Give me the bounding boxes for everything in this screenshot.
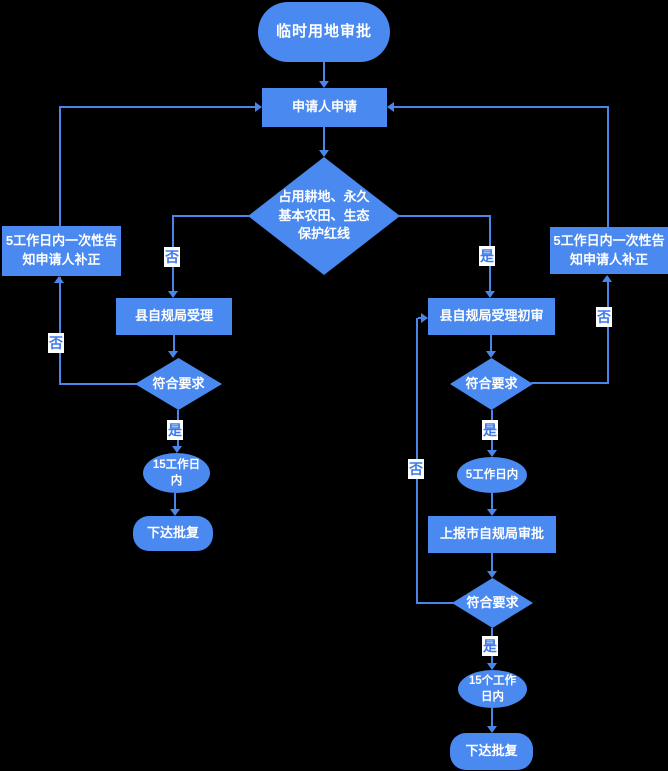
node-county-bureau-initial-review-label: 县自规局受理初审 xyxy=(439,308,544,324)
node-report-city-bureau[interactable]: 上报市自规局审批 xyxy=(428,516,556,553)
arrowhead-into-review-left xyxy=(421,313,428,323)
connector-review-to-check xyxy=(490,335,492,353)
arrowhead-into-apply-right xyxy=(387,102,394,112)
node-applicant-apply[interactable]: 申请人申请 xyxy=(262,88,387,127)
decision-meets-requirements-right-label: 符合要求 xyxy=(465,375,518,391)
connector-left-feedback-v xyxy=(59,277,61,385)
node-issue-approval-right-label: 下达批复 xyxy=(465,743,518,759)
arrowhead-into-check-right-top xyxy=(486,351,496,358)
connector-notify-right-up xyxy=(607,106,609,228)
node-notify-correction-right[interactable]: 5工作日内一次性告知申请人补正 xyxy=(550,227,668,274)
arrowhead-into-notify-left-bottom xyxy=(54,276,64,283)
arrowhead-into-days15-left-top xyxy=(172,446,182,453)
edge-label-final-pass-yes: 是 xyxy=(482,636,498,657)
connector-apply-to-decision xyxy=(323,127,325,152)
node-issue-approval-left[interactable]: 下达批复 xyxy=(133,516,213,551)
connector-days15-to-issue-left xyxy=(174,493,176,511)
arrowhead-into-apply-top xyxy=(319,81,329,88)
decision-occupy-farmland-label: 占用耕地、永久基本农田、生态保护红线 xyxy=(278,188,370,242)
node-notify-correction-left-label: 5工作日内一次性告知申请人补正 xyxy=(5,233,118,267)
node-5-working-days[interactable]: 5工作日内 xyxy=(457,457,527,493)
node-applicant-apply-label: 申请人申请 xyxy=(291,99,357,115)
edge-label-left-back-no: 否 xyxy=(48,333,64,354)
edge-label-right-pass-yes: 是 xyxy=(482,420,498,441)
arrowhead-into-days5-top xyxy=(487,450,497,457)
edge-label-final-back-no: 否 xyxy=(408,459,424,480)
connector-start-to-apply xyxy=(323,62,325,82)
node-issue-approval-right[interactable]: 下达批复 xyxy=(450,733,533,770)
connector-right-feedback-v xyxy=(607,277,609,384)
connector-days5-to-report xyxy=(491,493,493,511)
node-notify-correction-left[interactable]: 5工作日内一次性告知申请人补正 xyxy=(2,226,121,276)
node-15-working-days-right-label: 15个工作日内 xyxy=(468,674,517,703)
decision-meets-requirements-final[interactable]: 符合要求 xyxy=(452,578,533,628)
edge-label-right-back-no: 否 xyxy=(596,307,612,328)
edge-label-land-yes: 是 xyxy=(479,246,495,267)
connector-notify-left-up xyxy=(59,106,61,227)
connector-decision-left-h xyxy=(172,215,250,217)
node-5-working-days-label: 5工作日内 xyxy=(465,468,519,481)
connector-report-to-final-check xyxy=(491,553,493,573)
node-15-working-days-left[interactable]: 15工作日内 xyxy=(143,453,210,493)
connector-decision-right-h xyxy=(398,215,491,217)
arrowhead-into-issue-left-top xyxy=(170,509,180,516)
decision-meets-requirements-final-label: 符合要求 xyxy=(466,594,519,610)
connector-final-feedback-into-review xyxy=(418,317,422,319)
arrowhead-into-report-top xyxy=(487,509,497,516)
node-15-working-days-left-label: 15工作日内 xyxy=(152,458,201,487)
decision-occupy-farmland[interactable]: 占用耕地、永久基本农田、生态保护红线 xyxy=(248,157,400,275)
connector-accept-to-check xyxy=(173,335,175,353)
node-report-city-bureau-label: 上报市自规局审批 xyxy=(439,526,544,542)
decision-meets-requirements-left[interactable]: 符合要求 xyxy=(135,358,222,410)
connector-left-feedback-h xyxy=(59,383,137,385)
node-15-working-days-right[interactable]: 15个工作日内 xyxy=(458,670,527,708)
edge-label-land-no: 否 xyxy=(164,247,180,268)
node-issue-approval-left-label: 下达批复 xyxy=(146,525,199,541)
node-county-bureau-accept[interactable]: 县自规局受理 xyxy=(116,298,232,335)
node-county-bureau-accept-label: 县自规局受理 xyxy=(134,308,213,324)
arrowhead-into-check-left-top xyxy=(168,351,178,358)
node-notify-correction-right-label: 5工作日内一次性告知申请人补正 xyxy=(553,232,665,267)
connector-notify-right-to-apply xyxy=(394,106,609,108)
arrowhead-into-decision-top xyxy=(319,150,329,157)
decision-meets-requirements-left-label: 符合要求 xyxy=(152,375,205,391)
edge-label-left-pass-yes: 是 xyxy=(167,420,183,441)
node-start-terminator[interactable]: 临时用地审批 xyxy=(258,2,390,62)
arrowhead-into-apply-left xyxy=(255,102,262,112)
arrowhead-into-final-check-top xyxy=(487,571,497,578)
connector-notify-left-to-apply xyxy=(59,106,256,108)
arrowhead-into-review-top xyxy=(485,291,495,298)
arrowhead-into-days15-right-top xyxy=(487,663,497,670)
decision-meets-requirements-right[interactable]: 符合要求 xyxy=(450,358,533,410)
arrowhead-into-issue-right-top xyxy=(487,726,497,733)
node-start-label: 临时用地审批 xyxy=(275,23,372,41)
connector-days15-to-issue-right xyxy=(491,708,493,728)
arrowhead-into-notify-right-bottom xyxy=(602,275,612,282)
connector-right-feedback-h xyxy=(531,382,609,384)
node-county-bureau-initial-review[interactable]: 县自规局受理初审 xyxy=(428,298,555,335)
arrowhead-into-accept-top xyxy=(168,291,178,298)
connector-final-feedback-h xyxy=(416,602,454,604)
